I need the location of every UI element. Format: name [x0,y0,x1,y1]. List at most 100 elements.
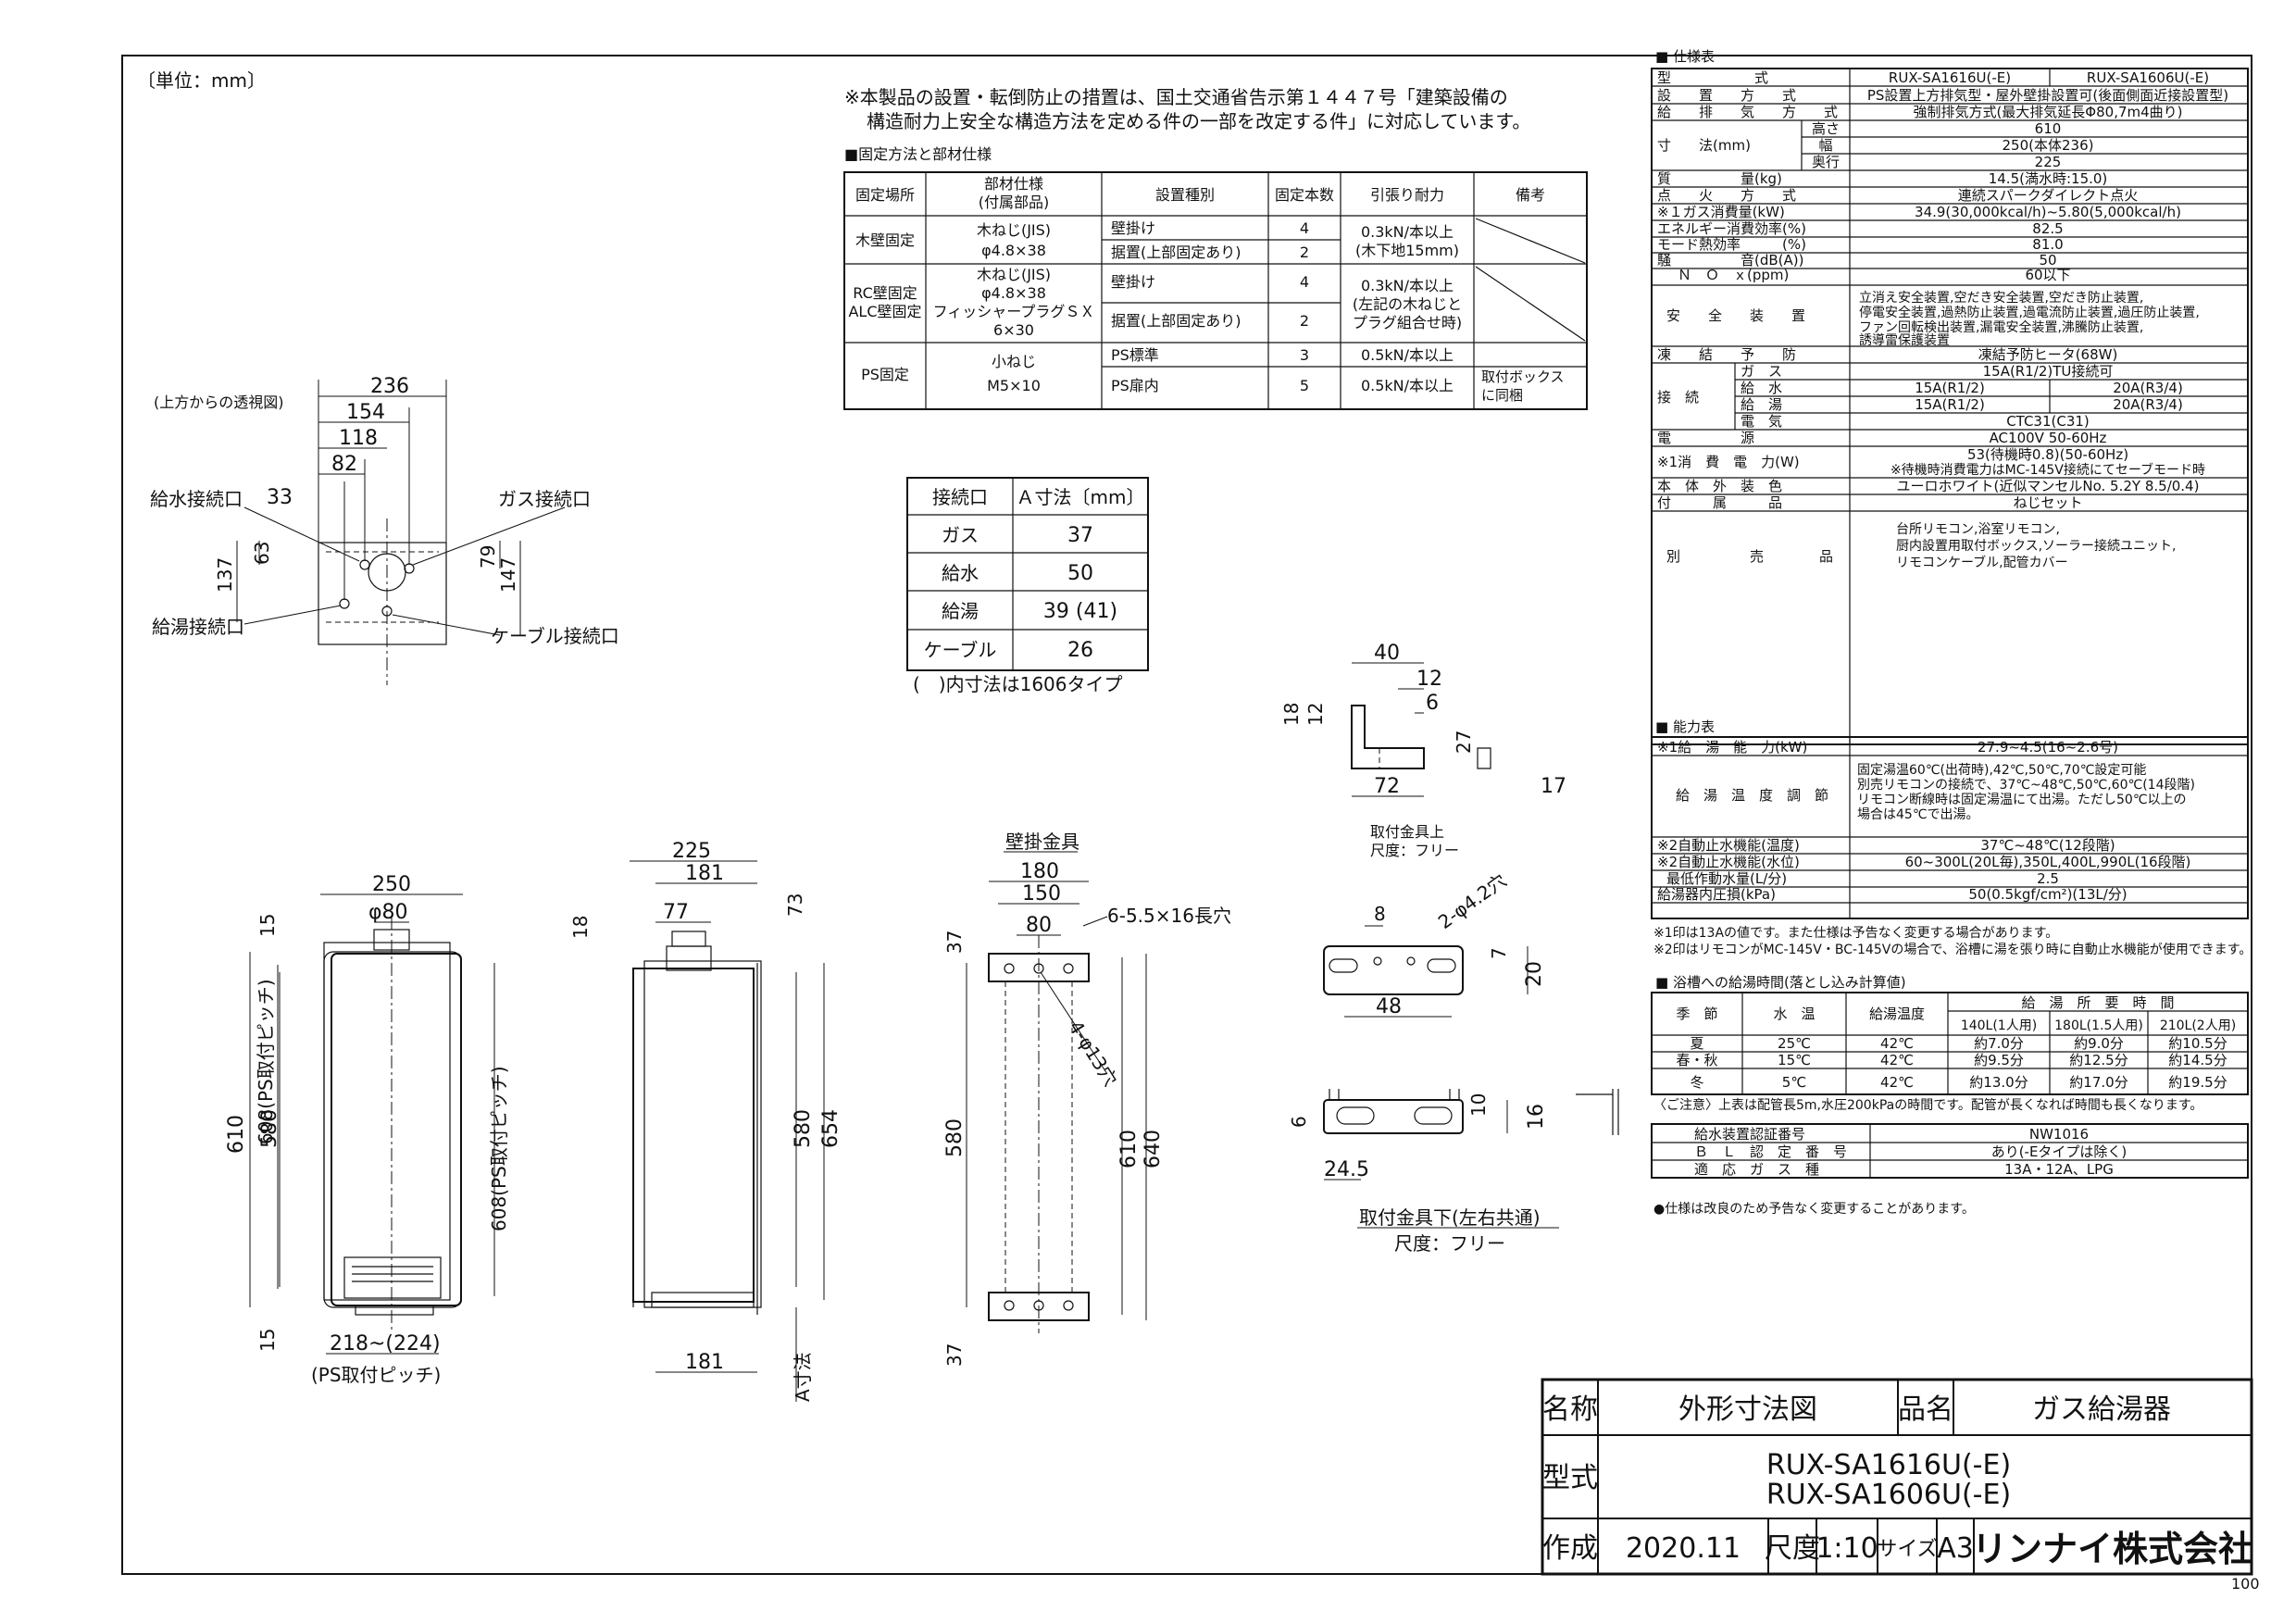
svg-text:6: 6 [1288,1116,1310,1128]
svg-text:236: 236 [370,375,409,398]
svg-text:誘導雷保護装置: 誘導雷保護装置 [1859,333,1950,348]
svg-text:24.5: 24.5 [1324,1158,1369,1181]
svg-text:別売リモコンの接続で、37℃~48℃,50℃,60℃(14段: 別売リモコンの接続で、37℃~48℃,50℃,60℃(14段階) [1857,777,2195,793]
svg-text:別 売 品: 別 売 品 [1666,548,1833,565]
svg-text:PS固定: PS固定 [861,366,909,383]
svg-text:225: 225 [672,840,711,863]
svg-text:34.9(30,000kcal/h)~5.80(5,000k: 34.9(30,000kcal/h)~5.80(5,000kcal/h) [1915,204,2181,220]
svg-text:約19.5分: 約19.5分 [2168,1074,2227,1091]
svg-text:引張り耐力: 引張り耐力 [1370,186,1444,204]
name-label: 名称 [1542,1393,1598,1426]
svg-text:210L(2人用): 210L(2人用) [2160,1018,2236,1033]
svg-text:50: 50 [2039,252,2056,269]
svg-text:給湯温度: 給湯温度 [1869,1006,1925,1022]
svg-text:給 湯: 給 湯 [1741,396,1782,413]
svg-text:(PS取付ピッチ): (PS取付ピッチ) [311,1364,441,1386]
svg-text:18: 18 [1280,703,1303,726]
svg-text:給 排 気 方 式: 給 排 気 方 式 [1657,104,1838,120]
svg-text:接 続: 接 続 [1657,389,1699,406]
svg-text:26: 26 [1067,639,1093,662]
svg-text:立消え安全装置,空だき安全装置,空だき防止装置,: 立消え安全装置,空だき安全装置,空だき防止装置, [1859,290,2143,306]
svg-text:50(0.5kgf/cm²)(13L/分): 50(0.5kgf/cm²)(13L/分) [1968,886,2127,903]
svg-text:(付属部品): (付属部品) [979,194,1050,211]
front-view: 250 φ80 608(PS取付ピッチ) 610 580 15 15 608(P… [225,873,510,1386]
spec-table: ■ 仕様表 型 式 RUX-SA1616U(-E) [1651,48,2249,745]
svg-text:寸 法(mm): 寸 法(mm) [1657,137,1751,154]
svg-text:18: 18 [569,916,592,939]
svg-text:12: 12 [1304,703,1327,726]
svg-text:0.3kN/本以上: 0.3kN/本以上 [1361,223,1454,241]
svg-text:60以下: 60以下 [2025,267,2070,283]
svg-text:13A・12A、LPG: 13A・12A、LPG [2004,1161,2114,1178]
svg-text:2: 2 [1300,312,1309,330]
svg-text:42℃: 42℃ [1880,1074,1914,1091]
svg-text:小ねじ: 小ねじ [992,353,1036,370]
svg-text:エネルギー消費効率(%): エネルギー消費効率(%) [1657,220,1806,237]
svg-text:安 全 装 置: 安 全 装 置 [1666,307,1805,324]
svg-text:20A(R3/4): 20A(R3/4) [2113,396,2183,413]
model-2: RUX-SA1606U(-E) [1766,1479,2011,1511]
svg-text:給 湯 温 度 調 節: 給 湯 温 度 調 節 [1676,787,1828,804]
svg-text:4: 4 [1300,273,1309,291]
svg-text:3: 3 [1300,346,1309,364]
hot-water-outlet-label: 給湯接続口 [152,616,244,638]
svg-text:奥行: 奥行 [1812,154,1840,170]
svg-text:154: 154 [346,401,385,424]
svg-text:654: 654 [819,1109,842,1148]
svg-text:約10.5分: 約10.5分 [2168,1035,2227,1052]
cable-inlet-label: ケーブル接続口 [491,625,619,647]
svg-text:580: 580 [258,1109,281,1148]
drawing-name: 外形寸法図 [1678,1393,1817,1426]
svg-text:約9.5分: 約9.5分 [1974,1052,2024,1068]
svg-text:給水装置認証番号: 給水装置認証番号 [1694,1126,1805,1143]
product-label: 品名 [1898,1393,1953,1426]
svg-text:型 式: 型 式 [1657,69,1768,86]
svg-text:250: 250 [372,873,411,896]
svg-text:0.5kN/本以上: 0.5kN/本以上 [1361,377,1454,394]
svg-text:点 火 方 式: 点 火 方 式 [1657,187,1796,204]
svg-text:壁掛け: 壁掛け [1111,273,1155,291]
svg-text:連続スパークダイレクト点火: 連続スパークダイレクト点火 [1958,187,2138,204]
svg-text:610: 610 [1117,1130,1141,1168]
svg-text:本 体 外 装 色: 本 体 外 装 色 [1657,478,1782,494]
svg-text:180: 180 [1020,860,1059,883]
svg-text:電 気: 電 気 [1741,413,1782,430]
svg-text:Ａ寸法〔mm〕: Ａ寸法〔mm〕 [1017,486,1145,508]
svg-text:壁掛け: 壁掛け [1111,219,1155,237]
svg-text:リモコン断線時は固定湯温にて出湯。ただし50℃以上の: リモコン断線時は固定湯温にて出湯。ただし50℃以上の [1857,792,2187,807]
svg-text:15: 15 [256,914,279,937]
svg-text:固定湯温60℃(出荷時),42℃,50℃,70℃設定可能: 固定湯温60℃(出荷時),42℃,50℃,70℃設定可能 [1857,762,2146,778]
svg-text:27: 27 [1453,731,1475,754]
svg-text:63: 63 [251,542,273,565]
svg-text:固定本数: 固定本数 [1275,186,1334,204]
a-dimension-table: 接続口 Ａ寸法〔mm〕 ガス 37 給水 50 給湯 39 (41) ケーブル … [906,477,1149,695]
svg-text:部材仕様: 部材仕様 [984,175,1043,193]
wall-bracket-view: 壁掛金具 180 150 80 6-5.5×16長穴 37 4-φ13穴 580… [943,831,1231,1367]
svg-text:停電安全装置,過熱防止装置,過電流防止装置,過圧防止装置,: 停電安全装置,過熱防止装置,過電流防止装置,過圧防止装置, [1859,305,2200,320]
svg-text:17: 17 [1541,775,1566,798]
svg-text:約14.5分: 約14.5分 [2168,1052,2227,1068]
svg-text:79: 79 [477,545,499,568]
company-name: リンナイ株式会社 [1972,1529,2253,1569]
svg-text:木壁固定: 木壁固定 [855,231,915,249]
svg-text:ALC壁固定: ALC壁固定 [848,303,921,320]
svg-text:PS標準: PS標準 [1111,346,1159,364]
svg-text:48: 48 [1376,995,1402,1018]
svg-text:約9.0分: 約9.0分 [2074,1035,2124,1052]
scale-value: 1:10 [1816,1532,1878,1565]
svg-text:53(待機時0.8)(50-60Hz): 53(待機時0.8)(50-60Hz) [1967,446,2128,463]
svg-text:取付金具上: 取付金具上 [1370,823,1444,841]
svg-text:据置(上部固定あり): 据置(上部固定あり) [1111,244,1242,261]
svg-text:夏: 夏 [1690,1035,1703,1052]
svg-text:(木下地15mm): (木下地15mm) [1355,242,1459,259]
top-view-title: (上方からの透視図) [154,394,284,411]
svg-text:※1印は13Aの値です。また仕様は予告なく変更する場合があり: ※1印は13Aの値です。また仕様は予告なく変更する場合があります。 [1653,925,2058,941]
svg-text:※2自動止水機能(温度): ※2自動止水機能(温度) [1657,837,1800,854]
svg-text:2.5: 2.5 [2037,870,2059,887]
svg-text:39 (41): 39 (41) [1043,600,1117,623]
svg-text:あり(-Eタイプは除く): あり(-Eタイプは除く) [1991,1143,2128,1160]
svg-text:PS設置上方排気型・屋外壁掛設置可(後面側面近接設置型): PS設置上方排気型・屋外壁掛設置可(後面側面近接設置型) [1867,87,2228,104]
svg-text:5℃: 5℃ [1782,1074,1806,1091]
svg-text:騒 音(dB(A)): 騒 音(dB(A)) [1657,252,1803,269]
